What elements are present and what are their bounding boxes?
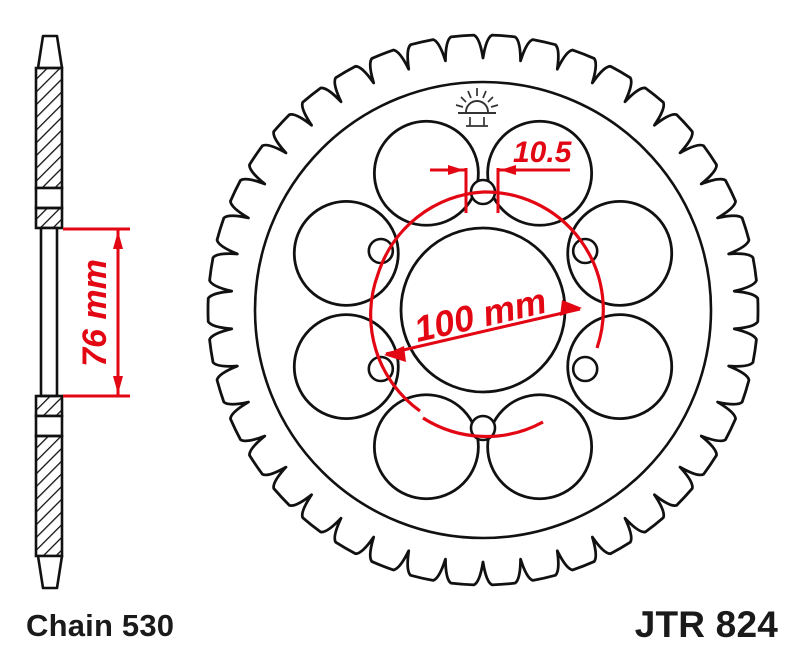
part-number-label: JTR 824 xyxy=(634,604,778,645)
dimension-76mm-text: 76 mm xyxy=(76,259,114,367)
bolt-hole xyxy=(469,414,497,442)
sunrise-icon xyxy=(455,88,499,127)
lightening-hole xyxy=(372,393,480,501)
lightening-hole xyxy=(566,199,674,307)
lightening-hole xyxy=(566,313,674,421)
bolt-circle-arc-bottom xyxy=(422,416,544,439)
side-stub-bottom xyxy=(34,394,64,418)
bolt-circle-arc-2 xyxy=(369,190,484,413)
side-tooth-tip-top xyxy=(36,34,64,70)
bolt-hole xyxy=(571,355,599,383)
arrowhead-105-right xyxy=(500,165,516,175)
dimension-76mm: 76 mm xyxy=(63,227,130,398)
dimension-10-5: 10.5 xyxy=(430,136,573,213)
lightening-hole xyxy=(486,119,594,227)
arrowhead-76-bottom xyxy=(113,376,123,394)
side-tooth-tip-bottom xyxy=(36,554,64,590)
dim-line-100 xyxy=(385,307,581,356)
lightening-hole xyxy=(292,199,400,307)
side-hatch-top xyxy=(34,66,64,190)
chain-size-label: Chain 530 xyxy=(26,608,175,643)
side-hatch-bottom xyxy=(34,434,64,558)
side-notch-top xyxy=(34,186,64,210)
side-stub-top xyxy=(34,206,64,230)
side-notch-bottom xyxy=(34,414,64,438)
arrowhead-100-right xyxy=(560,300,582,316)
side-section-view xyxy=(34,34,64,590)
dimension-10-5-text: 10.5 xyxy=(513,136,573,169)
arrowhead-100-left xyxy=(384,346,406,362)
side-centre-web xyxy=(39,226,59,398)
arrowhead-76-top xyxy=(113,231,123,249)
bolt-circle-arc xyxy=(482,190,605,349)
lightening-hole xyxy=(486,393,594,501)
arrowhead-105-left xyxy=(448,165,464,175)
